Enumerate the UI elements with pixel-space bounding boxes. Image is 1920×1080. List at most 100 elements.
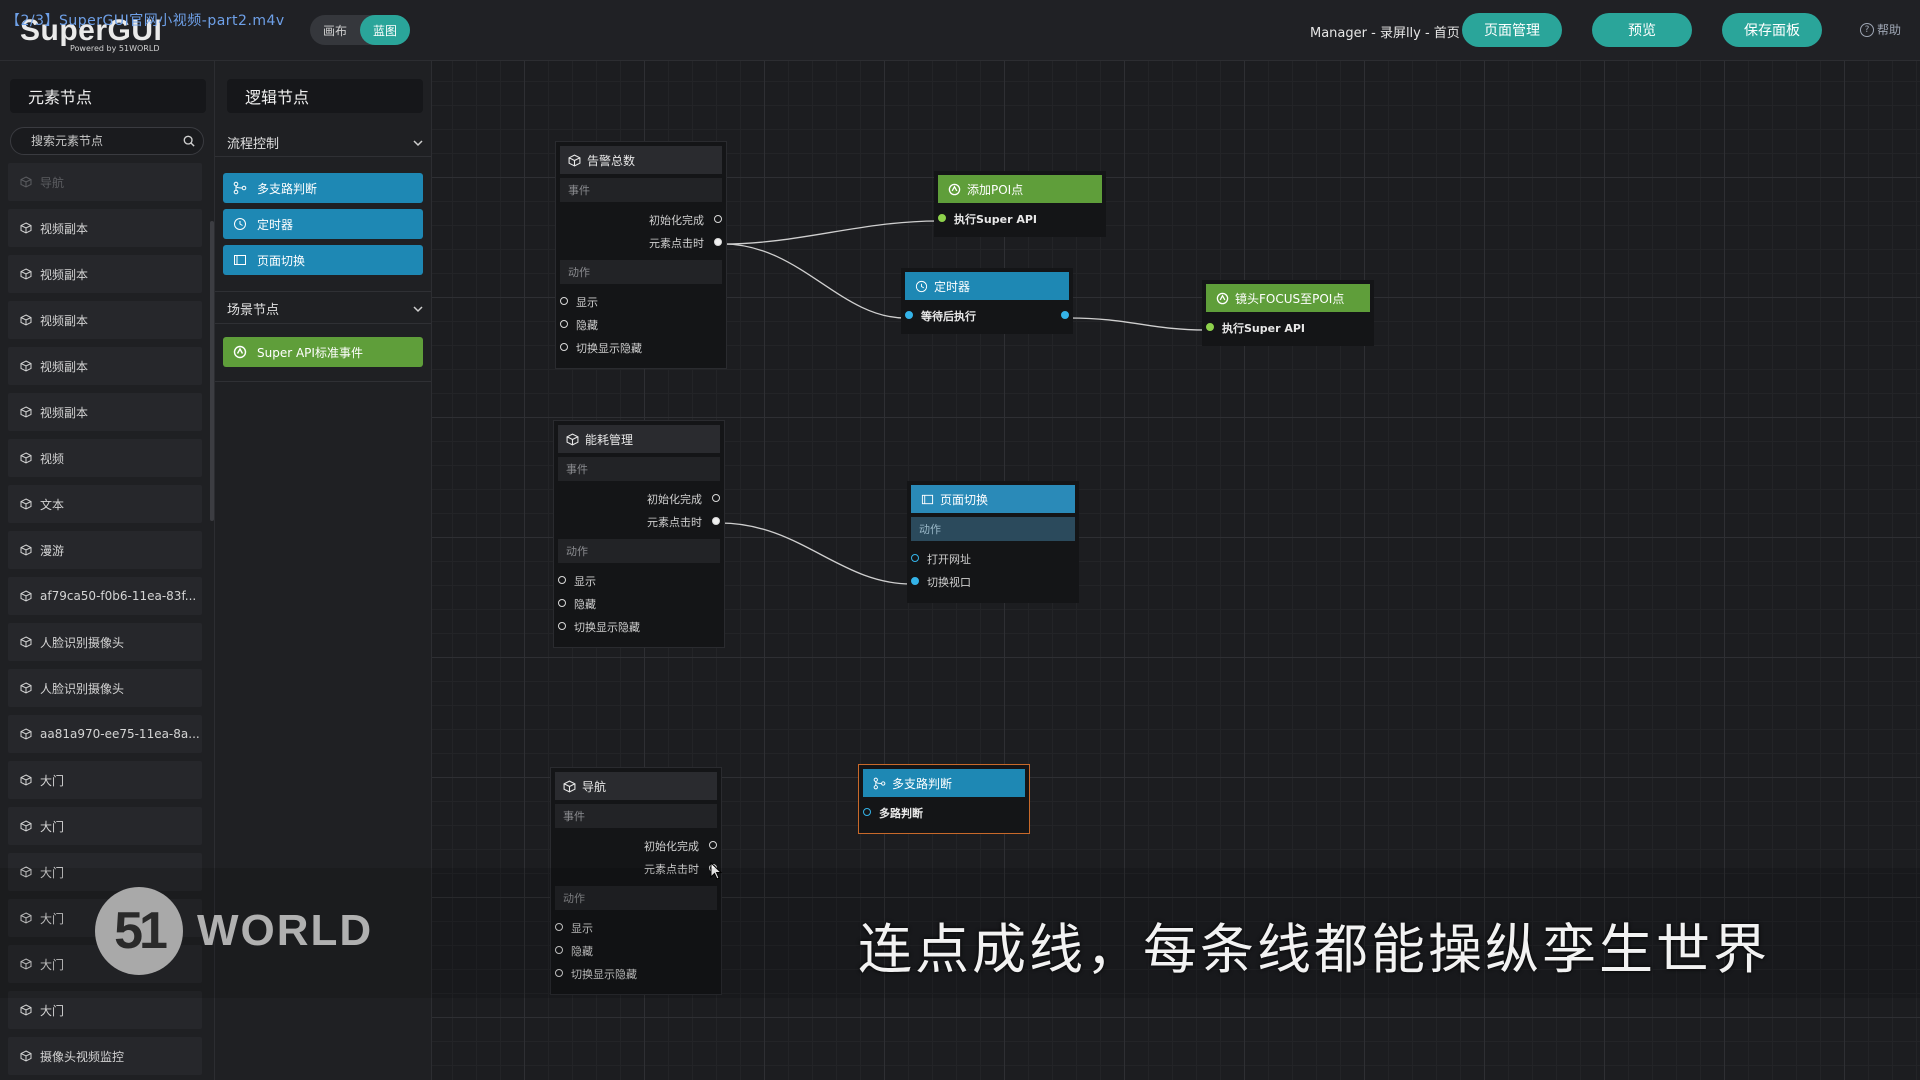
input-port-dot[interactable] — [911, 554, 919, 562]
node-page-switch[interactable]: 页面切换 动作 打开网址 切换视口 — [907, 481, 1079, 603]
list-item[interactable]: 视频 — [8, 439, 202, 477]
element-search-box — [10, 127, 204, 155]
output-port-dot[interactable] — [709, 841, 717, 849]
input-port-dot[interactable] — [555, 923, 563, 931]
node-title-bar[interactable]: 能耗管理 — [558, 425, 720, 453]
port-show[interactable]: 显示 — [554, 569, 724, 592]
help-label: 帮助 — [1877, 23, 1902, 37]
output-port-dot[interactable] — [712, 494, 720, 502]
input-port-dot[interactable] — [863, 808, 871, 816]
element-search-input[interactable] — [29, 133, 183, 149]
list-item[interactable]: 大门 — [8, 853, 202, 891]
chevron-down-icon — [413, 305, 423, 312]
logic-node-multi-branch[interactable]: 多支路判断 — [223, 173, 423, 203]
output-port-dot[interactable] — [712, 517, 720, 525]
cube-icon — [20, 452, 32, 464]
input-port-dot[interactable] — [560, 343, 568, 351]
element-list-scrollbar[interactable] — [210, 221, 214, 521]
list-item[interactable]: 大门 — [8, 807, 202, 845]
node-timer[interactable]: 定时器 等待后执行 — [901, 268, 1073, 334]
list-item[interactable]: 视频副本 — [8, 393, 202, 431]
list-item[interactable]: 人脸识别摄像头 — [8, 623, 202, 661]
port-hide[interactable]: 隐藏 — [551, 939, 721, 962]
page-icon — [921, 494, 934, 504]
input-port-dot[interactable] — [555, 969, 563, 977]
node-title-bar[interactable]: 导航 — [555, 772, 717, 800]
port-element-click[interactable]: 元素点击时 — [554, 510, 724, 533]
node-title-bar[interactable]: 告警总数 — [560, 146, 722, 174]
page-manage-button[interactable]: 页面管理 — [1462, 13, 1562, 47]
mode-blueprint-button[interactable]: 蓝图 — [360, 15, 410, 45]
input-port-dot[interactable] — [560, 297, 568, 305]
input-port-dot[interactable] — [558, 599, 566, 607]
list-item[interactable]: 视频副本 — [8, 301, 202, 339]
node-title-bar[interactable]: 定时器 — [905, 272, 1069, 300]
clock-icon — [915, 280, 928, 292]
list-item[interactable]: 大门 — [8, 761, 202, 799]
port-element-click[interactable]: 元素点击时 — [551, 857, 721, 880]
node-alarm-total[interactable]: 告警总数 事件 初始化完成 元素点击时 动作 显示 隐藏 切换显示隐藏 — [555, 141, 727, 369]
output-port-dot[interactable] — [714, 238, 722, 246]
list-item[interactable]: 视频副本 — [8, 347, 202, 385]
node-title-bar[interactable]: 添加POI点 — [938, 175, 1102, 203]
port-init-done[interactable]: 初始化完成 — [554, 487, 724, 510]
list-item[interactable]: 文本 — [8, 485, 202, 523]
node-add-poi[interactable]: 添加POI点 执行Super API — [934, 171, 1106, 237]
mode-canvas-button[interactable]: 画布 — [322, 23, 347, 38]
list-item[interactable]: 导航 — [8, 163, 202, 201]
port-toggle[interactable]: 切换显示隐藏 — [554, 615, 724, 638]
help-link[interactable]: ? 帮助 — [1860, 21, 1901, 38]
node-multi-branch[interactable]: 多支路判断 多路判断 — [858, 764, 1030, 834]
port-exec-super-api[interactable]: 执行Super API — [934, 207, 1106, 230]
input-port-dot[interactable] — [555, 946, 563, 954]
port-toggle[interactable]: 切换显示隐藏 — [556, 336, 726, 359]
node-navigation[interactable]: 导航 事件 初始化完成 元素点击时 动作 显示 隐藏 切换显示隐藏 — [550, 767, 722, 995]
node-title: 添加POI点 — [967, 182, 1024, 197]
input-port-dot[interactable] — [911, 577, 919, 585]
node-title-bar[interactable]: 多支路判断 — [863, 769, 1025, 797]
node-title: 定时器 — [934, 279, 971, 294]
port-open-url[interactable]: 打开网址 — [907, 547, 1079, 570]
input-port-dot[interactable] — [905, 311, 913, 319]
list-item[interactable]: 大门 — [8, 991, 202, 1029]
preview-button[interactable]: 预览 — [1592, 13, 1692, 47]
port-hide[interactable]: 隐藏 — [556, 313, 726, 336]
scene-node-section[interactable]: 场景节点 — [227, 299, 423, 318]
flow-control-section[interactable]: 流程控制 — [227, 133, 423, 152]
node-title-bar[interactable]: 镜头FOCUS至POI点 — [1206, 284, 1370, 312]
port-hide[interactable]: 隐藏 — [554, 592, 724, 615]
node-energy-management[interactable]: 能耗管理 事件 初始化完成 元素点击时 动作 显示 隐藏 切换显示隐藏 — [553, 420, 725, 648]
node-focus-poi[interactable]: 镜头FOCUS至POI点 执行Super API — [1202, 280, 1374, 346]
input-port-dot[interactable] — [560, 320, 568, 328]
node-title-bar[interactable]: 页面切换 — [911, 485, 1075, 513]
output-port-dot[interactable] — [714, 215, 722, 223]
port-show[interactable]: 显示 — [551, 916, 721, 939]
search-icon[interactable] — [183, 134, 195, 148]
port-element-click[interactable]: 元素点击时 — [556, 231, 726, 254]
list-item[interactable]: 视频副本 — [8, 209, 202, 247]
node-section-actions: 动作 — [558, 539, 720, 563]
list-item[interactable]: 漫游 — [8, 531, 202, 569]
input-port-dot[interactable] — [1206, 323, 1214, 331]
list-item[interactable]: 视频副本 — [8, 255, 202, 293]
output-port-dot[interactable] — [1061, 311, 1069, 319]
port-init-done[interactable]: 初始化完成 — [551, 834, 721, 857]
port-switch-viewport[interactable]: 切换视口 — [907, 570, 1079, 593]
input-port-dot[interactable] — [558, 576, 566, 584]
port-multi-judge[interactable]: 多路判断 — [859, 801, 1029, 824]
input-port-dot[interactable] — [558, 622, 566, 630]
port-show[interactable]: 显示 — [556, 290, 726, 313]
logic-node-page-switch[interactable]: 页面切换 — [223, 245, 423, 275]
input-port-dot[interactable] — [938, 214, 946, 222]
logic-node-super-api-event[interactable]: Super API标准事件 — [223, 337, 423, 367]
list-item[interactable]: af79ca50-f0b6-11ea-83f... — [8, 577, 202, 615]
port-exec-super-api[interactable]: 执行Super API — [1202, 316, 1374, 339]
list-item[interactable]: 摄像头视频监控 — [8, 1037, 202, 1075]
port-init-done[interactable]: 初始化完成 — [556, 208, 726, 231]
list-item[interactable]: aa81a970-ee75-11ea-8a... — [8, 715, 202, 753]
port-wait-execute[interactable]: 等待后执行 — [901, 304, 1073, 327]
port-toggle[interactable]: 切换显示隐藏 — [551, 962, 721, 985]
save-panel-button[interactable]: 保存面板 — [1722, 13, 1822, 47]
list-item[interactable]: 人脸识别摄像头 — [8, 669, 202, 707]
logic-node-timer[interactable]: 定时器 — [223, 209, 423, 239]
